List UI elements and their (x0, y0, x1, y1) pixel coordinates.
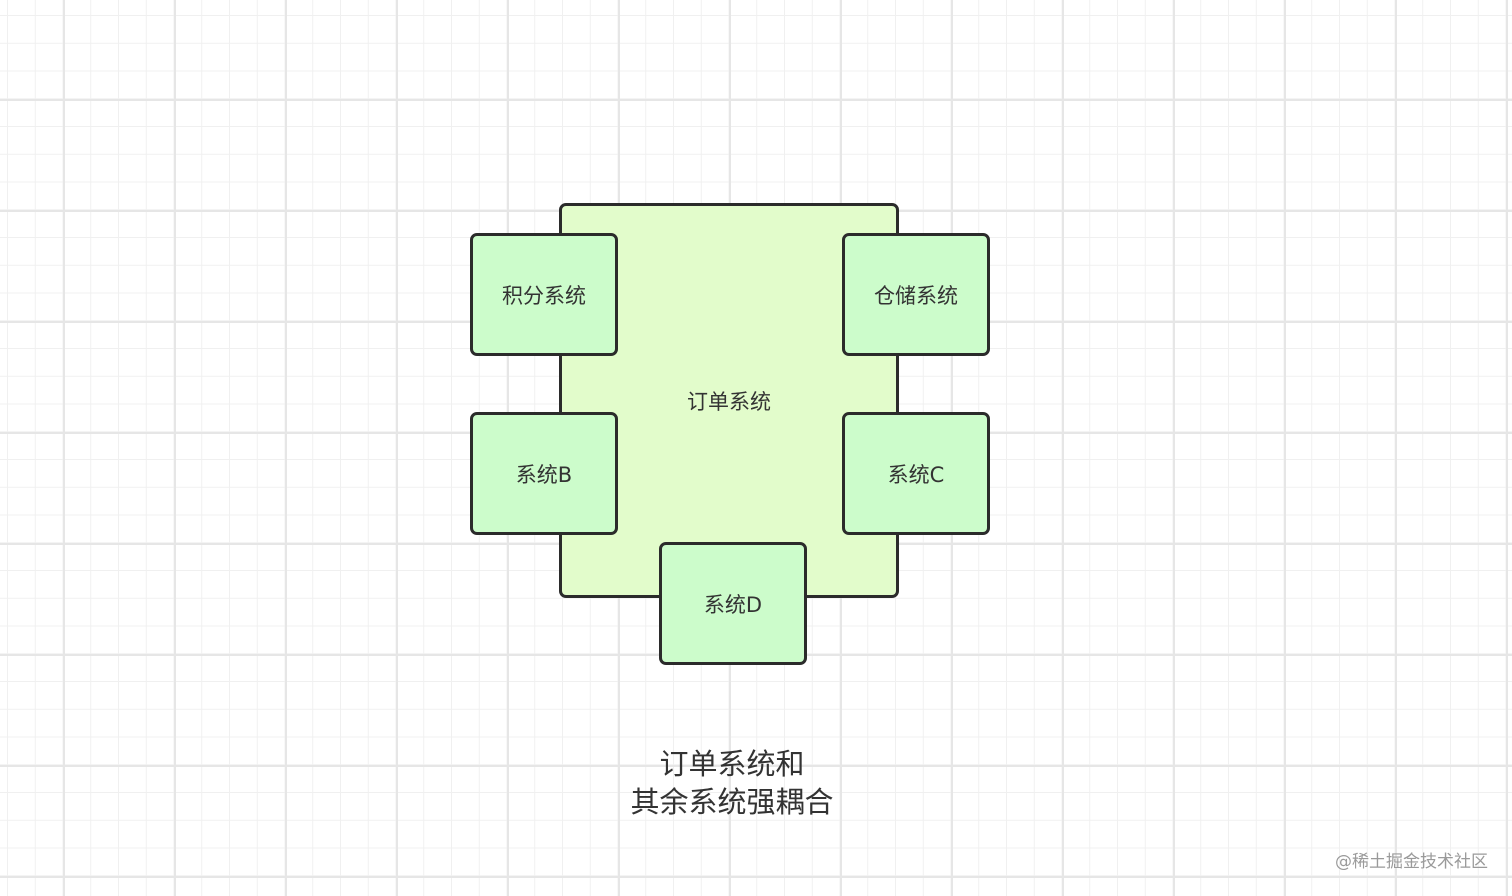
system-d-node: 系统D (659, 542, 807, 665)
watermark: @稀土掘金技术社区 (1335, 852, 1488, 872)
system-c-label: 系统C (887, 462, 945, 487)
caption-line-2: 其余系统强耦合 (630, 785, 834, 819)
system-c-node: 系统C (842, 412, 990, 535)
system-b-node: 系统B (470, 412, 618, 535)
system-d-label: 系统D (703, 592, 763, 617)
warehouse-system-label: 仓储系统 (874, 283, 958, 308)
system-b-label: 系统B (515, 462, 573, 487)
diagram-caption: 订单系统和 其余系统强耦合 (560, 745, 904, 821)
order-system-label: 订单系统 (687, 389, 771, 414)
points-system-label: 积分系统 (502, 283, 586, 308)
caption-line-1: 订单系统和 (659, 747, 805, 781)
warehouse-system-node: 仓储系统 (842, 233, 990, 356)
points-system-node: 积分系统 (470, 233, 618, 356)
